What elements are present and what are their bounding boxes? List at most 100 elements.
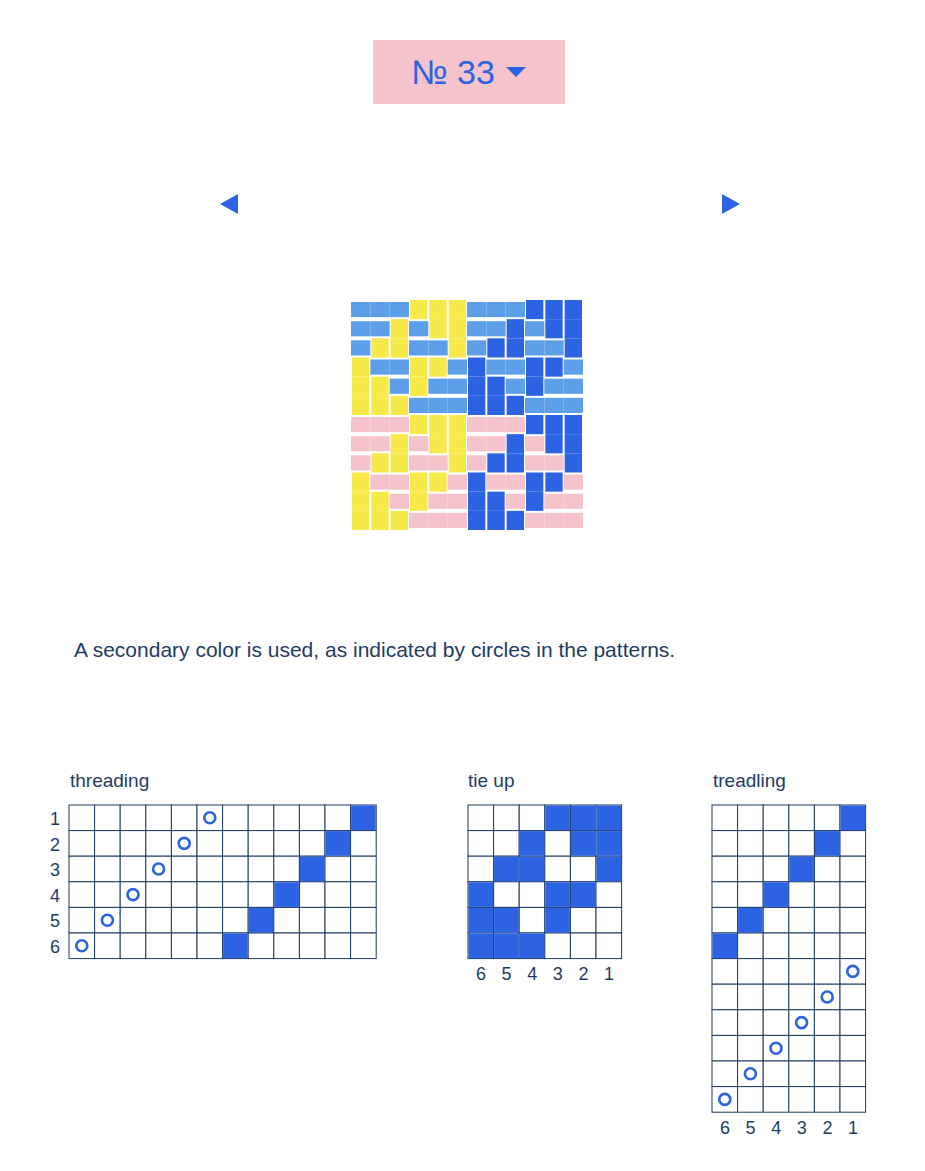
woven-cell (371, 396, 388, 415)
woven-cell (428, 494, 447, 509)
treadling-cell (712, 856, 738, 882)
threading-cell (146, 856, 172, 882)
tie-up-fill (469, 908, 494, 933)
treadling-fill (789, 857, 814, 882)
tie-up-cell (570, 882, 596, 908)
woven-cell (410, 415, 427, 434)
woven-cell (487, 453, 504, 472)
threading-cell (146, 831, 172, 857)
section-heading: treadling (713, 771, 786, 790)
tie-up-grid (468, 805, 622, 959)
woven-cell (486, 321, 505, 336)
tie-up-fill (520, 857, 545, 882)
tie-up-cell (570, 805, 596, 831)
threading-cell (197, 882, 223, 908)
tie-up-fill (494, 857, 519, 882)
treadling-cell (738, 805, 764, 831)
treadling-circle (822, 992, 833, 1003)
treadling-cell (840, 882, 866, 908)
tie-up-fill (469, 934, 494, 959)
treadling-cell (814, 882, 840, 908)
threading-cell (120, 907, 146, 933)
treadling-cell (789, 1035, 815, 1061)
treadling-cell (789, 856, 815, 882)
treadle-number: 3 (797, 1119, 807, 1137)
woven-cell (351, 340, 370, 355)
threading-cell (95, 805, 121, 831)
treadling-circle (796, 1017, 807, 1028)
tie-up-cell (468, 831, 494, 857)
treadling-cell (712, 907, 738, 933)
woven-cell (449, 434, 466, 453)
next-arrow (722, 194, 740, 214)
threading-circle (102, 915, 113, 926)
threading-cell (274, 933, 300, 959)
threading-fill (249, 908, 274, 933)
treadling-fill (713, 934, 738, 959)
threading-cell (197, 831, 223, 857)
treadling-cell (738, 959, 764, 985)
woven-cell (507, 511, 524, 530)
woven-cell (351, 302, 370, 317)
treadling-cell (763, 1035, 789, 1061)
treadling-cell (840, 1010, 866, 1036)
threading-cell (351, 882, 377, 908)
selector-label: № 33 (411, 55, 495, 89)
woven-cell (429, 358, 446, 377)
woven-cell (487, 396, 504, 415)
woven-cell (545, 473, 562, 492)
threading-cell (299, 907, 325, 933)
treadling-cell (814, 1087, 840, 1113)
threading-cell (299, 856, 325, 882)
tie-up-cell (468, 907, 494, 933)
threading-cell (274, 831, 300, 857)
treadling-cell (712, 805, 738, 831)
threading-cell (248, 831, 274, 857)
woven-cell (370, 302, 389, 317)
woven-cell (486, 302, 505, 317)
threading-cell (274, 882, 300, 908)
treadle-number: 5 (502, 965, 512, 983)
threading-cell (248, 805, 274, 831)
section-heading: tie up (468, 771, 514, 790)
treadling-cell (763, 959, 789, 985)
woven-cell (448, 513, 467, 528)
tie-up-cell (519, 805, 545, 831)
threading-cell (197, 856, 223, 882)
treadle-number: 4 (771, 1119, 781, 1137)
threading-cell (223, 805, 249, 831)
woven-cell (468, 358, 485, 377)
treadling-cell (789, 805, 815, 831)
woven-cell (351, 321, 370, 336)
threading-cell (69, 933, 95, 959)
treadling-cell (712, 831, 738, 857)
tie-up-cell (494, 805, 520, 831)
tie-up-fill (571, 831, 596, 856)
treadling-cell (789, 907, 815, 933)
treadling-cell (789, 831, 815, 857)
treadling-fill (841, 806, 866, 831)
woven-cell (507, 319, 524, 338)
woven-cell (371, 511, 388, 530)
treadling-circle (719, 1094, 730, 1105)
treadling-cell (763, 831, 789, 857)
treadling-cell (763, 882, 789, 908)
woven-cell (565, 453, 582, 472)
treadling-grid (712, 805, 866, 1112)
treadling-circle (745, 1068, 756, 1079)
treadling-cell (789, 1061, 815, 1087)
threading-cell (274, 805, 300, 831)
threading-cell (248, 882, 274, 908)
treadling-cell (840, 959, 866, 985)
woven-cell (352, 396, 369, 415)
treadling-circle (847, 966, 858, 977)
dropdown-caret (505, 66, 527, 78)
woven-cell (525, 436, 544, 451)
threading-fill (351, 806, 376, 831)
woven-cell (467, 302, 486, 317)
woven-cell (390, 417, 409, 432)
woven-cell (390, 302, 409, 317)
threading-fill (326, 831, 351, 856)
woven-cell (410, 300, 427, 319)
treadling-cell (763, 1087, 789, 1113)
